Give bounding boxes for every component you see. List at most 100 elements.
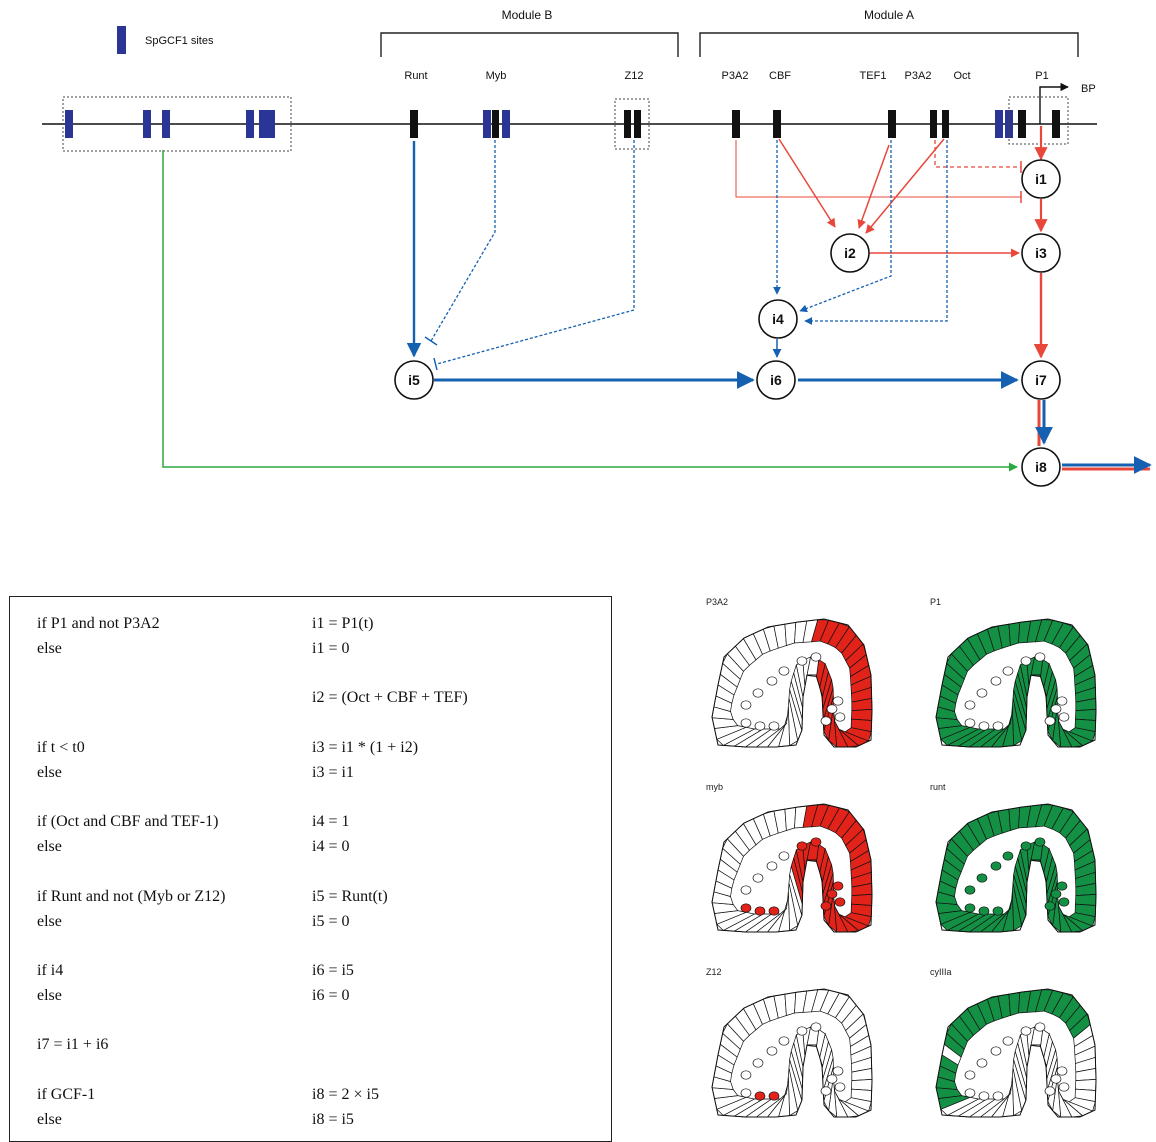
mesenchyme-cell: [993, 722, 1003, 730]
node-i3: i3: [1022, 234, 1060, 272]
mesenchyme-cell: [753, 1059, 763, 1067]
mesenchyme-cell: [993, 1092, 1003, 1100]
mesenchyme-cell: [1057, 1067, 1067, 1075]
mesenchyme-cell: [1051, 705, 1061, 713]
svg-text:i6: i6: [770, 372, 782, 388]
logic-condition: i7 = i1 + i6: [37, 1035, 108, 1054]
mesenchyme-cell: [769, 907, 779, 915]
logic-expression: i8 = 2 × i5: [312, 1085, 379, 1104]
node-i7: i7: [1022, 361, 1060, 399]
site-label-runt: Runt: [404, 70, 427, 82]
node-i5: i5: [395, 361, 433, 399]
embryo-cell: [1009, 807, 1020, 830]
svg-text:i2: i2: [844, 245, 856, 261]
mesenchyme-cell: [833, 1067, 843, 1075]
svg-text:i3: i3: [1035, 245, 1047, 261]
z12-site: [624, 110, 631, 138]
mesenchyme-cell: [779, 667, 789, 675]
embryo-label: P3A2: [706, 597, 728, 607]
gcf1-site: [995, 110, 1003, 138]
arrow-cbf-to-i2: [779, 139, 835, 227]
repress-bar: [425, 337, 437, 345]
logic-condition: else: [37, 837, 62, 856]
mesenchyme-cell: [827, 890, 837, 898]
svg-text:i4: i4: [772, 311, 784, 327]
mesenchyme-cell: [993, 907, 1003, 915]
logic-expression: i4 = 1: [312, 812, 349, 831]
mesenchyme-cell: [767, 677, 777, 685]
myb-site: [502, 110, 510, 138]
embryo-cell: [1075, 894, 1096, 905]
logic-condition: if i4: [37, 961, 63, 980]
site-label-myb: Myb: [486, 70, 507, 82]
mesenchyme-cell: [767, 1047, 777, 1055]
embryo-3: runt: [930, 782, 1096, 932]
logic-expression: i8 = i5: [312, 1110, 354, 1129]
embryo-cell: [851, 894, 872, 905]
embryo-1: P1: [930, 597, 1096, 747]
logic-expression: i6 = 0: [312, 986, 349, 1005]
module-a-label: Module A: [864, 8, 914, 22]
gcf1-site: [267, 110, 275, 138]
z12-site: [634, 110, 641, 138]
mesenchyme-cell: [965, 886, 975, 894]
mesenchyme-cell: [833, 882, 843, 890]
mesenchyme-cell: [965, 719, 975, 727]
gcf1-site: [65, 110, 73, 138]
mesenchyme-cell: [741, 701, 751, 709]
mesenchyme-cell: [1045, 902, 1055, 910]
gcf1-legend-label: SpGCF1 sites: [145, 35, 214, 47]
embryo-2: myb: [706, 782, 872, 932]
mesenchyme-cell: [797, 1027, 807, 1035]
mesenchyme-cell: [811, 838, 821, 846]
logic-expression: i1 = 0: [312, 639, 349, 658]
mesenchyme-cell: [741, 1071, 751, 1079]
gcf1-site-legend-swatch: [117, 26, 126, 54]
logic-expression: i5 = 0: [312, 912, 349, 931]
mesenchyme-cell: [821, 1087, 831, 1095]
mesenchyme-cell: [741, 1089, 751, 1097]
mesenchyme-cell: [755, 722, 765, 730]
p3a2-site: [732, 110, 740, 138]
mesenchyme-cell: [1003, 667, 1013, 675]
logic-condition: else: [37, 912, 62, 931]
mesenchyme-cell: [835, 1083, 845, 1091]
embryo-label: cyIIIa: [930, 967, 952, 977]
gcf1-site: [259, 110, 267, 138]
logic-expression: i4 = 0: [312, 837, 349, 856]
node-i8: i8: [1022, 448, 1060, 486]
arrow-tef1-to-i4: [800, 140, 891, 311]
logic-expression: i3 = i1 * (1 + i2): [312, 738, 418, 757]
mesenchyme-cell: [827, 705, 837, 713]
mesenchyme-cell: [769, 722, 779, 730]
logic-expression: i6 = i5: [312, 961, 354, 980]
logic-condition: if GCF-1: [37, 1085, 95, 1104]
mesenchyme-cell: [821, 902, 831, 910]
embryo-label: Z12: [706, 967, 722, 977]
mesenchyme-cell: [1059, 1083, 1069, 1091]
embryo-4: Z12: [706, 967, 872, 1117]
mesenchyme-cell: [977, 1059, 987, 1067]
node-i4: i4: [759, 300, 797, 338]
mesenchyme-cell: [835, 898, 845, 906]
mesenchyme-cell: [1045, 1087, 1055, 1095]
site-label-p3a2-1: P3A2: [722, 70, 749, 82]
mesenchyme-cell: [1051, 890, 1061, 898]
repress-bar: [434, 358, 437, 370]
embryo-label: myb: [706, 782, 723, 792]
mesenchyme-cell: [741, 719, 751, 727]
oct-site: [942, 110, 949, 138]
gcf1-site: [143, 110, 151, 138]
repress-z12-to-i5: [437, 140, 634, 364]
mesenchyme-cell: [1035, 653, 1045, 661]
site-label-bp: BP: [1081, 83, 1096, 95]
svg-text:i5: i5: [408, 372, 420, 388]
runt-site: [410, 110, 418, 138]
embryo-label: runt: [930, 782, 946, 792]
mesenchyme-cell: [779, 1037, 789, 1045]
mesenchyme-cell: [1021, 842, 1031, 850]
p1-site: [1052, 110, 1060, 138]
mesenchyme-cell: [965, 1071, 975, 1079]
arrow-oct-to-i4: [805, 140, 947, 321]
mesenchyme-cell: [991, 862, 1001, 870]
